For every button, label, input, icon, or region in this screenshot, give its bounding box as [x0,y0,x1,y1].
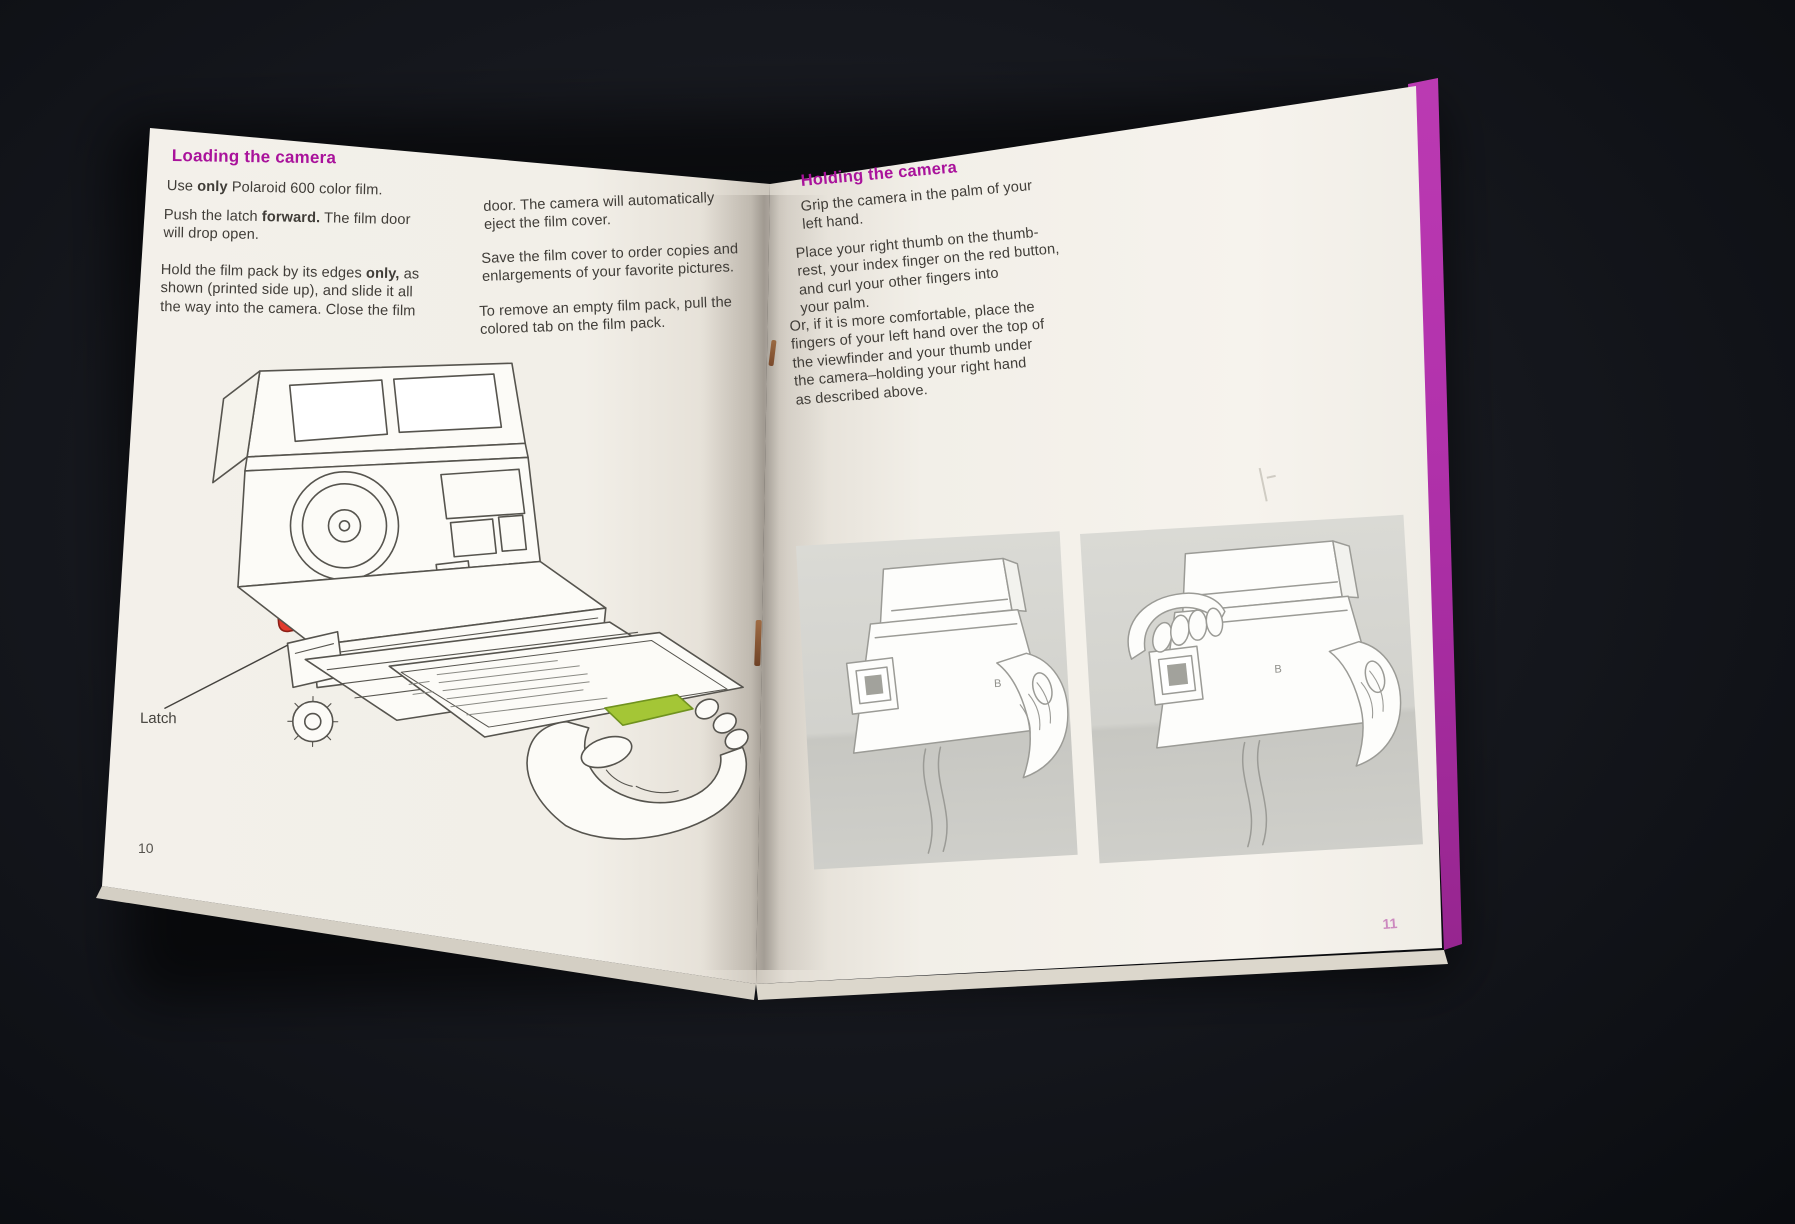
camera-loading-illustration [164,362,749,840]
page-number-left: 10 [138,840,154,856]
right-hand [996,652,1069,779]
right-hand [1328,640,1402,767]
neck-strap [922,746,948,854]
holding-illustration-1: B [796,531,1078,870]
left-page-heading: Loading the camera [171,146,337,168]
paragraph-hold-film-pack: Hold the film pack by its edges only, as… [160,261,420,320]
panel-marking: B [994,678,1002,690]
lens [289,470,400,581]
page-number-right: 11 [1382,914,1398,932]
panel-marking: B [1274,663,1282,675]
holding-illustration-2: B [1080,514,1424,864]
green-tab [604,693,694,727]
latch-label: Latch [139,709,177,728]
neck-strap [1241,739,1268,848]
latch-pointer-line [164,644,289,709]
hand [526,698,749,840]
left-hand-over-top [1127,592,1226,660]
